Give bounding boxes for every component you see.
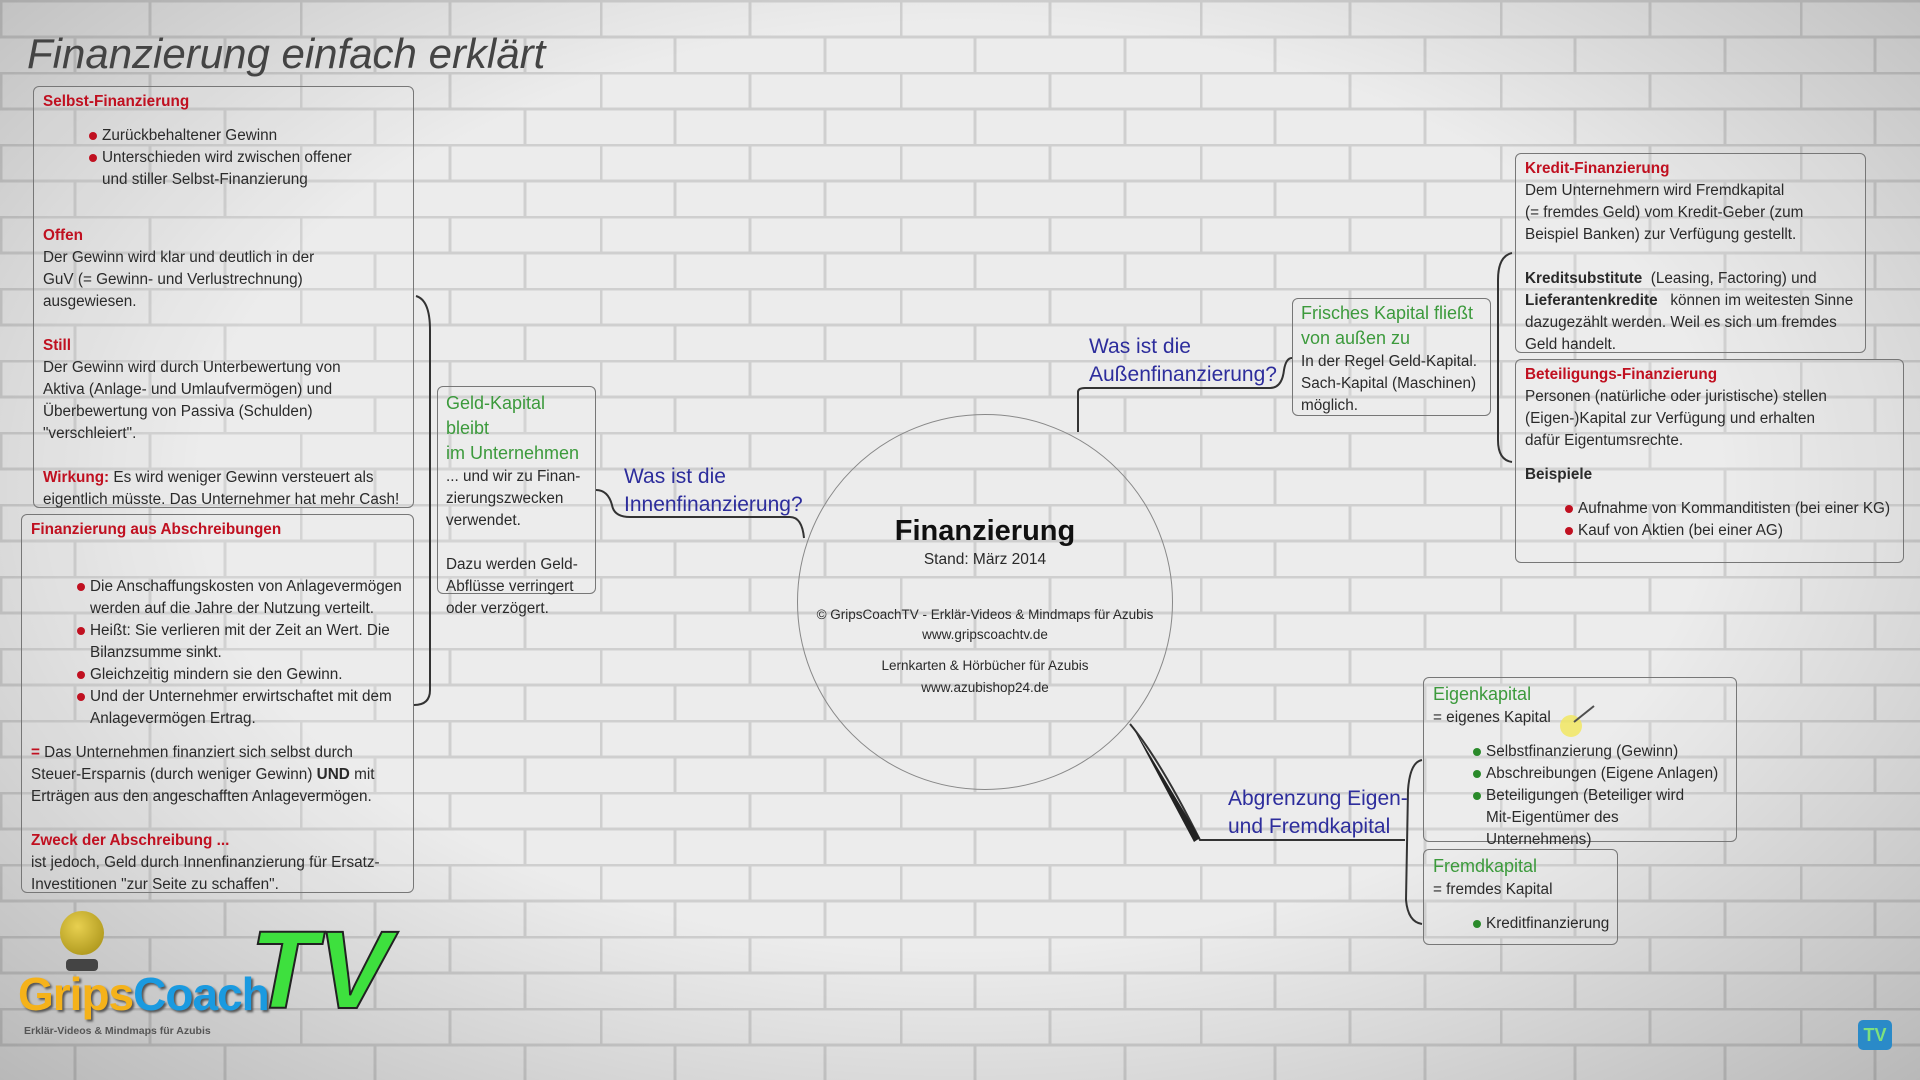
fremdkapital-sub: = fremdes Kapital [1433, 881, 1553, 898]
central-date: Stand: März 2014 [923, 551, 1047, 568]
connector-aussen [1077, 357, 1293, 432]
box-kredit-finanzierung: Kredit-Finanzierung Dem Unternehmern wir… [1515, 153, 1866, 353]
pen-cursor-icon [1573, 705, 1595, 723]
still-text: Der Gewinn wird durch Unterbewertung von… [43, 359, 341, 442]
bullet: Aufnahme von Kommanditisten (bei einer K… [1565, 498, 1894, 520]
logo-coach: Coach [133, 968, 270, 1020]
heading-kredit: Kredit-Finanzierung [1525, 160, 1670, 177]
mascot-feet-icon [66, 959, 98, 971]
heading-beteiligung: Beteiligungs-Finanzierung [1525, 366, 1718, 383]
promo-text: Lernkarten & Hörbücher für Azubis [881, 658, 1089, 673]
tv-corner-badge: TV [1858, 1020, 1892, 1050]
beteiligung-text: Personen (natürliche oder juristische) s… [1525, 388, 1827, 449]
eigenkapital-sub: = eigenes Kapital [1433, 709, 1551, 726]
heading-zweck: Zweck der Abschreibung ... [31, 832, 230, 849]
copyright-text: © GripsCoachTV - Erklär-Videos & Mindmap… [816, 607, 1154, 622]
logo-grips: Grips [18, 968, 134, 1020]
question-abgrenzung: Abgrenzung Eigen-und Fremdkapital [1228, 787, 1408, 838]
heading-eigenkapital: Eigenkapital [1433, 684, 1532, 704]
heading-fremdkapital: Fremdkapital [1433, 856, 1538, 876]
offen-text: Der Gewinn wird klar und deutlich in der… [43, 249, 315, 310]
abschreibung-summary: = Das Unternehmen finanziert sich selbst… [31, 744, 375, 805]
heading-beispiele: Beispiele [1525, 466, 1593, 483]
bullet: Zurückbehaltener Gewinn [89, 125, 404, 147]
central-node: Finanzierung Stand: März 2014 © GripsCoa… [797, 414, 1173, 790]
gripscoach-tv-logo: GripsCoach TV Erklär-Videos & Mindmaps f… [18, 905, 408, 1045]
box-abschreibungen: Finanzierung aus Abschreibungen Die Ansc… [21, 514, 414, 893]
box-fremdkapital: Fremdkapital = fremdes Kapital Kreditfin… [1423, 849, 1618, 945]
link-azubishop[interactable]: www.azubishop24.de [921, 680, 1049, 695]
heading-still: Still [43, 337, 72, 354]
box-beteiligungs-finanzierung: Beteiligungs-Finanzierung Personen (natü… [1515, 359, 1904, 563]
heading-selbst: Selbst-Finanzierung [43, 93, 190, 110]
zweck-text: ist jedoch, Geld durch Innenfinanzierung… [31, 854, 380, 893]
bullet: Die Anschaffungskosten von Anlagevermöge… [77, 576, 404, 620]
bullet: Heißt: Sie verlieren mit der Zeit an Wer… [77, 620, 404, 664]
mascot-smiley-icon [60, 911, 104, 955]
bracket-innen [413, 295, 431, 706]
logo-tv: TV [249, 909, 392, 1032]
box-eigenkapital: Eigenkapital = eigenes Kapital Selbstfin… [1423, 677, 1737, 848]
bullet: Kauf von Aktien (bei einer AG) [1565, 520, 1894, 542]
link-gripscoachtv[interactable]: www.gripscoachtv.de [922, 627, 1048, 642]
page-title: Finanzierung einfach erklärt [27, 30, 546, 77]
bracket-aussen [1497, 252, 1513, 463]
logo-tagline: Erklär-Videos & Mindmaps für Azubis [24, 1025, 211, 1037]
bullet: Gleichzeitig mindern sie den Gewinn. [77, 664, 404, 686]
bullet: Und der Unternehmer erwirtschaftet mit d… [77, 686, 404, 730]
wirkung-text: Wirkung: Es wird weniger Gewinn versteue… [43, 469, 400, 508]
connector-innen [595, 489, 805, 539]
kredit-text: Dem Unternehmern wird Fremdkapital(= fre… [1525, 182, 1804, 243]
heading-abschreibungen: Finanzierung aus Abschreibungen [31, 521, 282, 538]
frisch-text: In der Regel Geld-Kapital.Sach-Kapital (… [1301, 353, 1478, 414]
bullet: Selbstfinanzierung (Gewinn) [1473, 741, 1727, 763]
bullet: Kreditfinanzierung [1473, 913, 1609, 935]
box-selbst-finanzierung: Selbst-Finanzierung Zurückbehaltener Gew… [33, 86, 414, 508]
central-title: Finanzierung [894, 515, 1076, 547]
kredit-text-2: Kreditsubstitute (Leasing, Factoring) un… [1525, 270, 1854, 353]
heading-offen: Offen [43, 227, 83, 244]
bracket-abgrenzung [1404, 759, 1423, 925]
bullet: Abschreibungen (Eigene Anlagen) [1473, 763, 1727, 785]
